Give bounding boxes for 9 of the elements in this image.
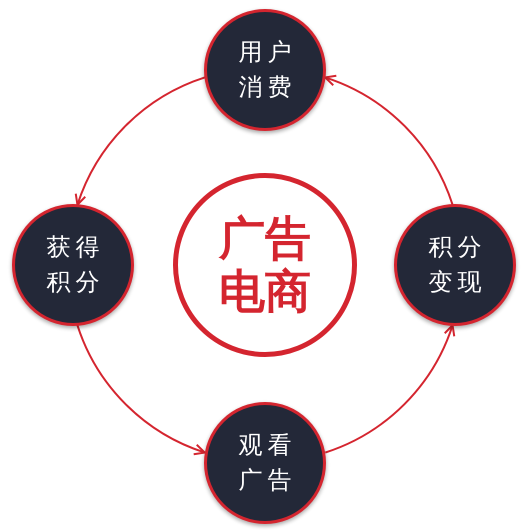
node-label: 观看广告 (238, 430, 296, 496)
arrow (324, 75, 454, 206)
node-label: 获得积分 (46, 232, 104, 298)
node-label: 用户消费 (238, 37, 296, 103)
arrow (324, 324, 455, 454)
arrow (75, 76, 206, 206)
node-label: 广告电商 (218, 212, 312, 318)
arrow (76, 324, 206, 455)
node-label: 积分变现 (428, 232, 486, 298)
